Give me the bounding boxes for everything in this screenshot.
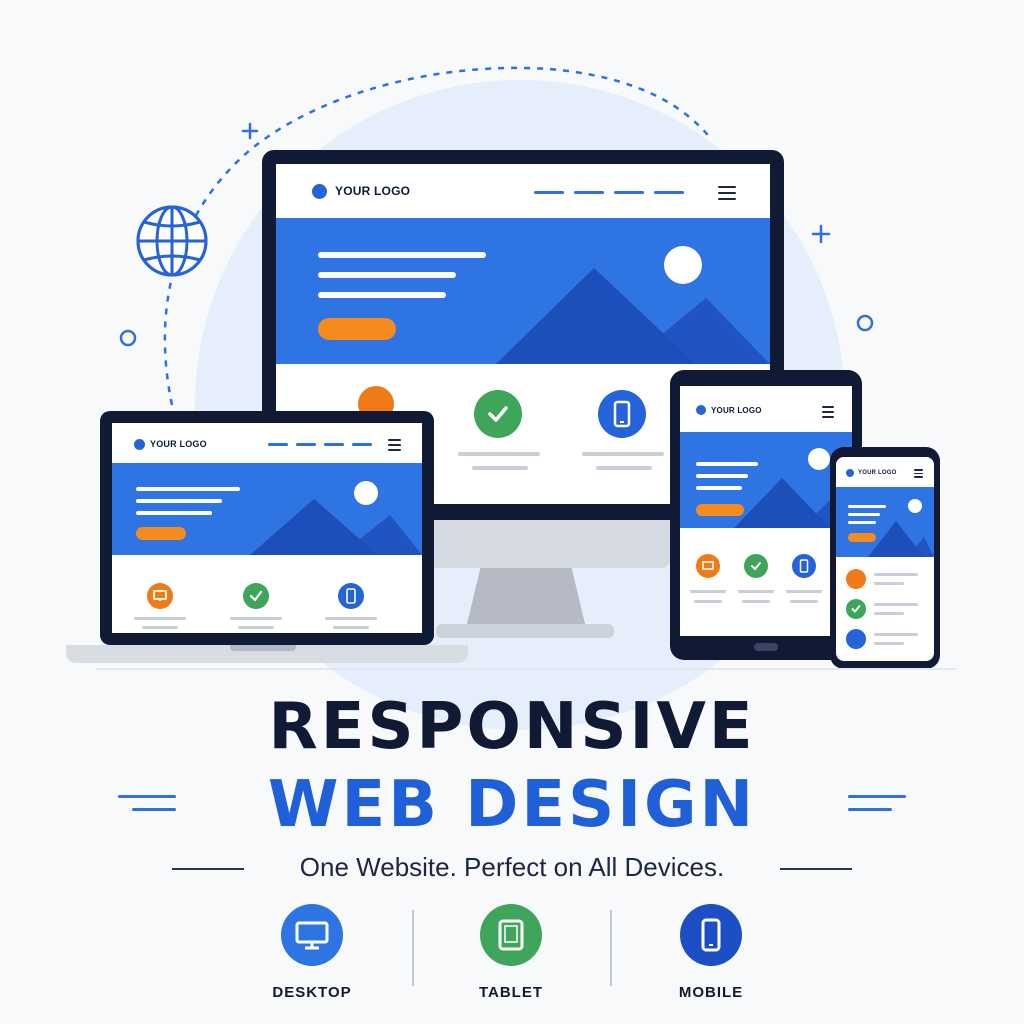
mobile-label: MOBILE — [678, 984, 744, 1001]
globe-icon — [136, 205, 208, 277]
smartphone-icon — [846, 629, 866, 649]
logo-icon — [134, 438, 145, 450]
laptop-base — [66, 645, 468, 663]
logo-icon — [312, 183, 327, 199]
cta-button[interactable] — [136, 527, 186, 540]
tablet-icon — [480, 904, 542, 966]
divider-left — [172, 868, 244, 870]
hamburger-menu-icon[interactable] — [914, 469, 923, 478]
logo-icon — [846, 469, 854, 477]
cta-button[interactable] — [318, 318, 396, 340]
mobile-item: MOBILE — [631, 904, 791, 1001]
logo-text: YOUR LOGO — [711, 405, 762, 415]
smartphone-icon — [680, 904, 742, 966]
sun-icon — [808, 448, 830, 470]
monitor-icon — [147, 583, 173, 609]
cta-button[interactable] — [696, 504, 744, 516]
mountain-icon — [868, 521, 934, 557]
sun-icon — [664, 246, 702, 284]
monitor-chin — [420, 520, 670, 568]
headline-line2: WEB DESIGN — [267, 768, 757, 842]
monitor-icon — [281, 904, 343, 966]
tablet-label: TABLET — [478, 984, 544, 1001]
cta-button[interactable] — [848, 533, 876, 542]
hero-banner — [112, 463, 422, 555]
phone-screen: YOUR LOGO — [836, 457, 934, 661]
separator — [610, 910, 612, 986]
smartphone-icon — [792, 554, 816, 578]
desktop-monitor: YOUR LOGO — [262, 150, 784, 520]
monitor-icon — [846, 569, 866, 589]
checkmark-icon — [474, 390, 522, 438]
tablet-screen: YOUR LOGO — [680, 386, 852, 636]
logo-text: YOUR LOGO — [150, 439, 207, 449]
hero-banner — [836, 487, 934, 557]
monitor-base — [436, 624, 614, 638]
desktop-item: DESKTOP — [232, 904, 392, 1001]
subtitle: One Website. Perfect on All Devices. — [299, 852, 725, 882]
sun-icon — [354, 481, 378, 505]
hamburger-menu-icon[interactable] — [822, 406, 834, 418]
checkmark-icon — [243, 583, 269, 609]
hamburger-menu-icon[interactable] — [388, 439, 401, 451]
laptop-notch — [230, 645, 296, 651]
logo-icon — [696, 405, 706, 415]
logo-text: YOUR LOGO — [858, 470, 897, 476]
laptop-screen: YOUR LOGO — [112, 423, 422, 633]
separator — [412, 910, 414, 986]
monitor-stand — [466, 568, 586, 628]
plus-icon — [241, 122, 831, 244]
smartphone-icon — [598, 390, 646, 438]
tablet-item: TABLET — [431, 904, 591, 1001]
logo-text: YOUR LOGO — [335, 184, 411, 198]
mountain-icon — [496, 268, 770, 364]
hamburger-menu-icon[interactable] — [718, 186, 736, 200]
checkmark-icon — [744, 554, 768, 578]
desktop-label: DESKTOP — [272, 984, 352, 1001]
laptop: YOUR LOGO — [100, 411, 434, 645]
sun-icon — [908, 499, 922, 513]
desktop-screen: YOUR LOGO — [276, 164, 770, 504]
smartphone: YOUR LOGO — [830, 447, 940, 669]
hero-banner — [276, 218, 770, 364]
divider-right — [780, 868, 852, 870]
ground-line — [96, 668, 956, 670]
headline-line1: RESPONSIVE — [268, 690, 756, 764]
smartphone-icon — [338, 583, 364, 609]
tablet-home-button[interactable] — [754, 643, 778, 651]
monitor-icon — [696, 554, 720, 578]
mountain-icon — [250, 499, 422, 555]
hero-banner — [680, 432, 852, 528]
checkmark-icon — [846, 599, 866, 619]
